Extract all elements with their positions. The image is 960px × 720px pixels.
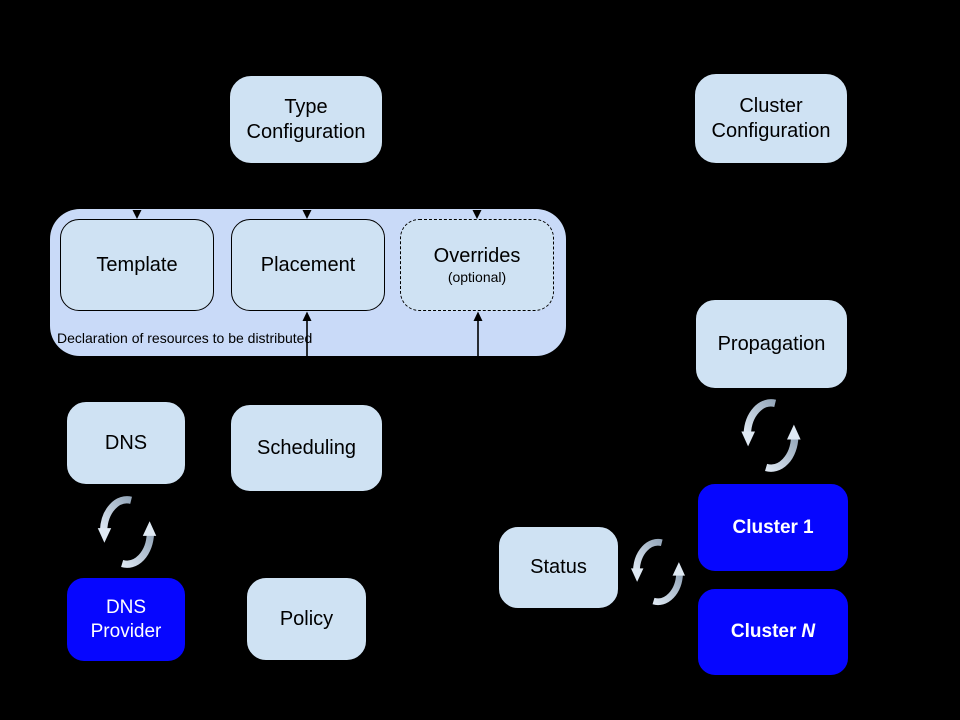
node-label: Cluster bbox=[732, 516, 798, 538]
node-label: Propagation bbox=[717, 332, 826, 355]
arrow-up-icon bbox=[302, 311, 312, 357]
node-label: Scheduling bbox=[257, 436, 356, 459]
node-sublabel: (optional) bbox=[447, 269, 507, 286]
node-label: Configuration bbox=[711, 119, 831, 142]
container-caption: Declaration of resources to be distribut… bbox=[57, 330, 313, 346]
node-cluster-n: Cluster N bbox=[697, 588, 849, 676]
node-label: Configuration bbox=[246, 120, 366, 143]
node-propagation: Propagation bbox=[695, 299, 848, 389]
node-label: Status bbox=[530, 556, 587, 579]
node-overrides: Overrides (optional) bbox=[400, 219, 554, 311]
node-label: DNS bbox=[104, 431, 148, 454]
node-label: Cluster bbox=[730, 621, 797, 643]
sync-icon bbox=[741, 399, 801, 472]
arrow-down-icon bbox=[132, 200, 142, 219]
node-status: Status bbox=[498, 526, 619, 609]
node-policy: Policy bbox=[246, 577, 367, 661]
node-label: Type bbox=[284, 96, 328, 119]
sync-icon bbox=[631, 538, 685, 606]
node-dns-provider: DNS Provider bbox=[66, 577, 186, 662]
node-type-configuration: Type Configuration bbox=[229, 75, 383, 164]
node-label: DNS bbox=[105, 597, 147, 619]
node-label: Cluster bbox=[739, 95, 803, 118]
node-label: Placement bbox=[260, 253, 356, 276]
node-placement: Placement bbox=[231, 219, 385, 311]
node-label: Policy bbox=[279, 607, 334, 630]
node-label: Provider bbox=[90, 620, 162, 642]
node-label: N bbox=[801, 621, 816, 643]
arrow-up-icon bbox=[473, 311, 483, 357]
arrow-down-icon bbox=[302, 200, 312, 219]
node-dns: DNS bbox=[66, 401, 186, 485]
node-label: Overrides bbox=[433, 244, 521, 267]
node-template: Template bbox=[60, 219, 214, 311]
node-cluster-configuration: Cluster Configuration bbox=[694, 73, 848, 164]
node-label: Template bbox=[96, 253, 178, 276]
arrow-down-icon bbox=[472, 200, 482, 219]
node-label: 1 bbox=[802, 516, 814, 538]
node-cluster-1: Cluster 1 bbox=[697, 483, 849, 572]
sync-icon bbox=[97, 496, 157, 568]
node-scheduling: Scheduling bbox=[230, 404, 383, 492]
